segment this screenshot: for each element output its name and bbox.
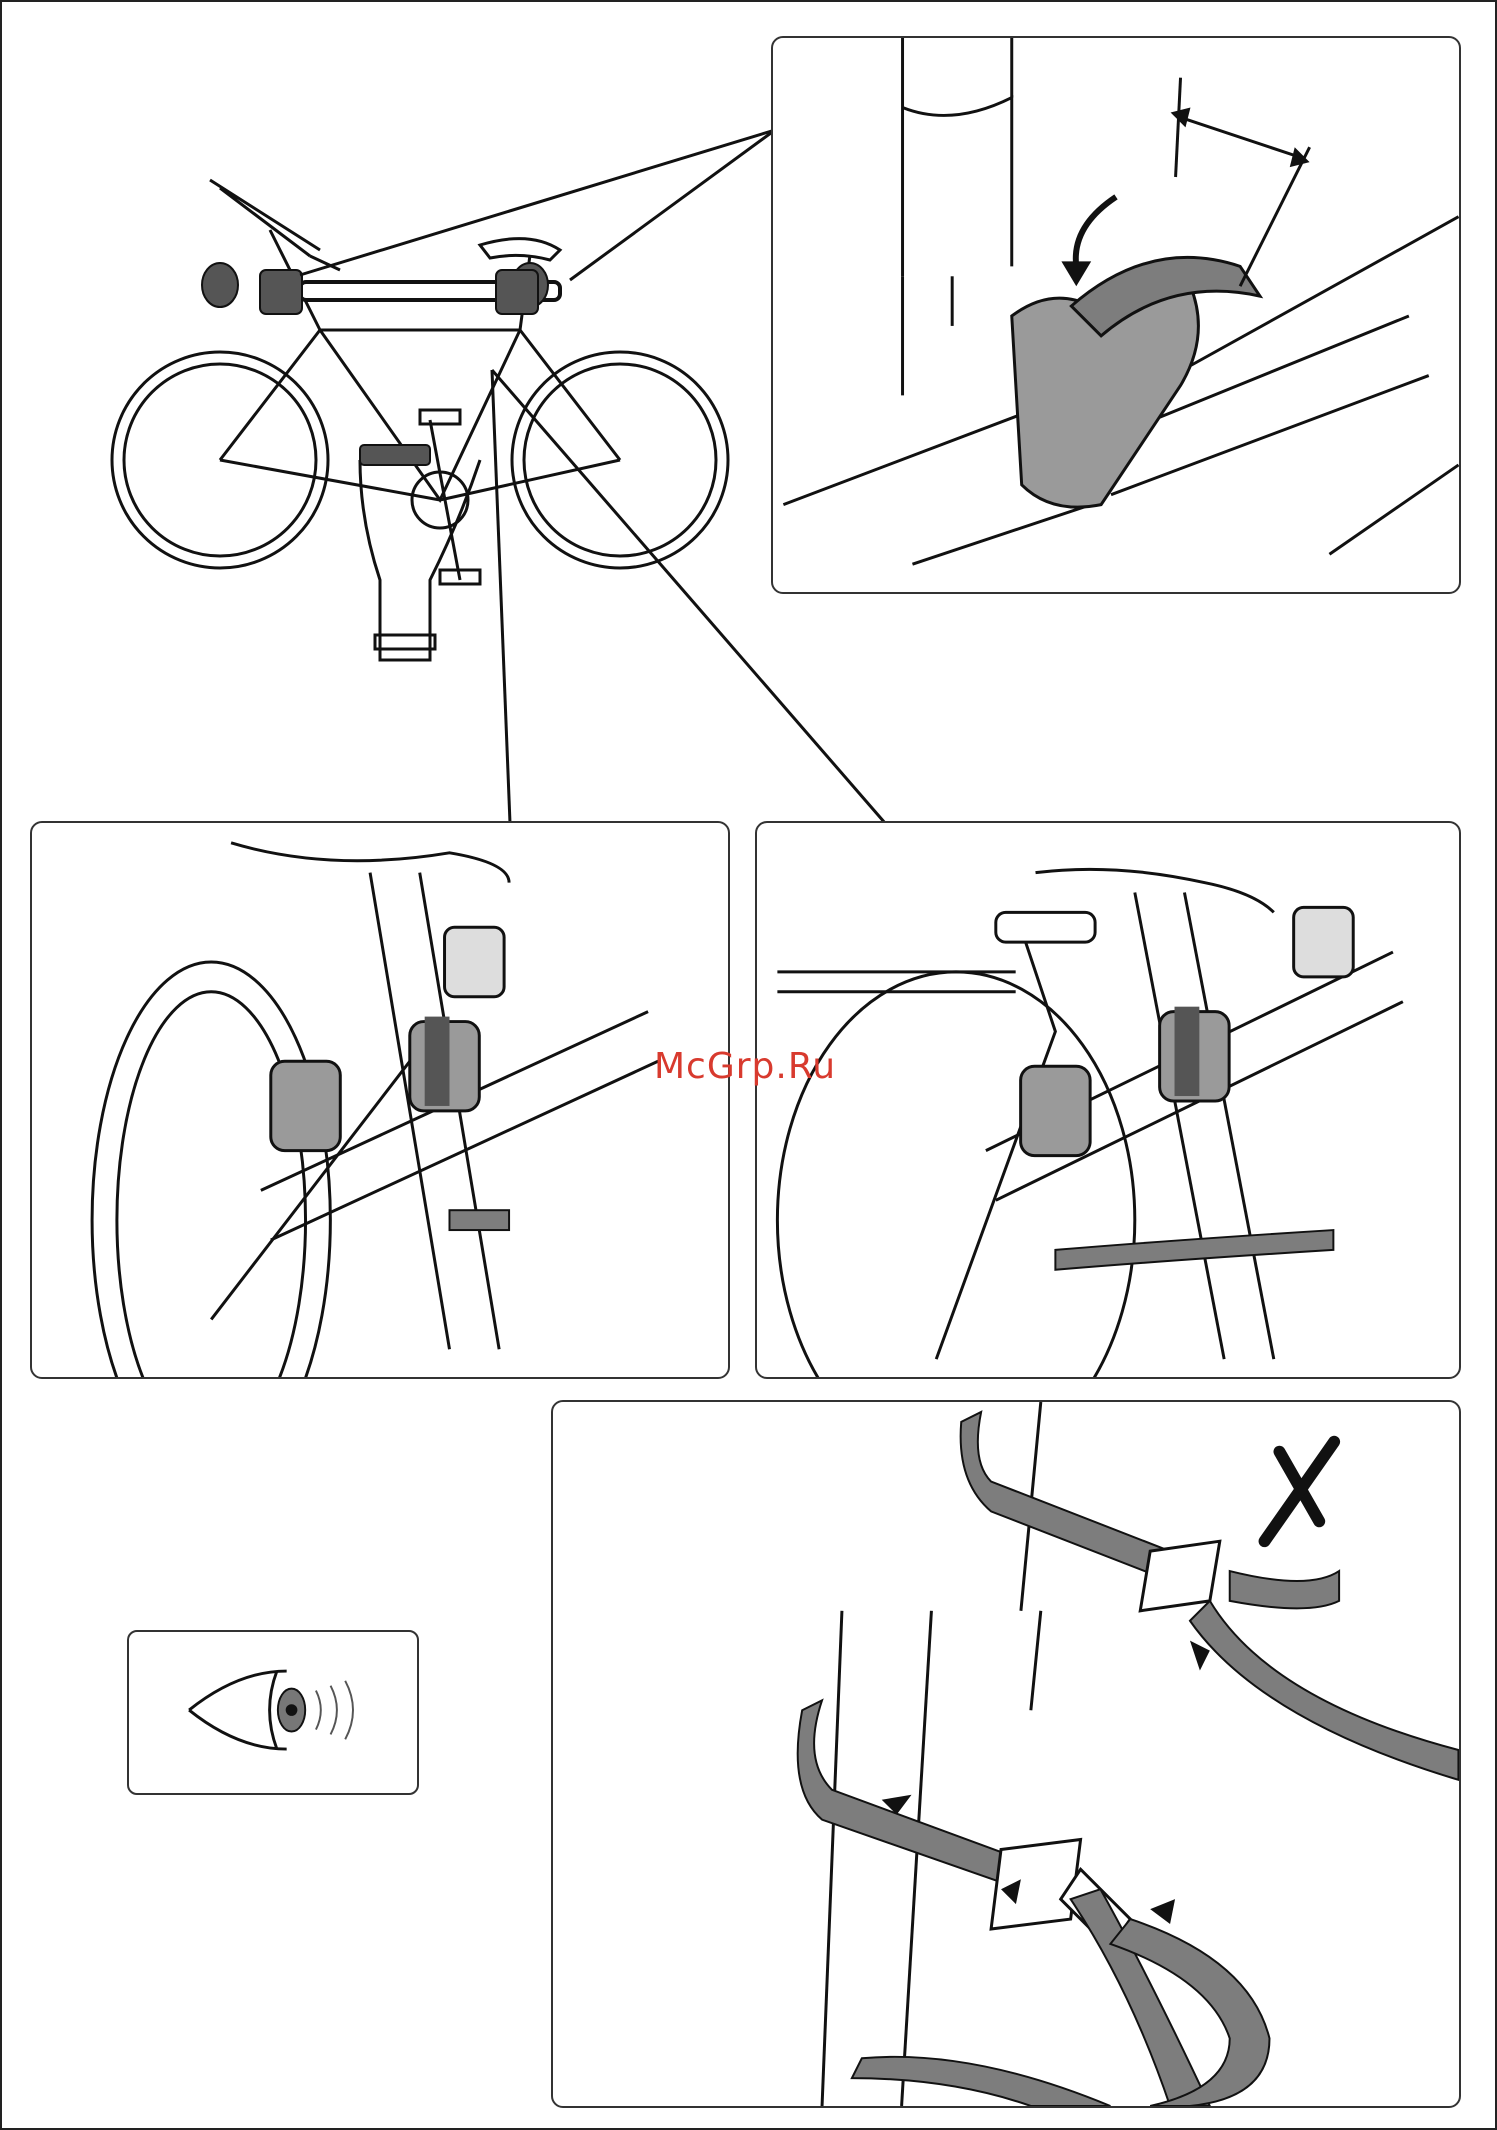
eye-inspect-box bbox=[127, 1630, 419, 1795]
detail-panel-frame-holder bbox=[755, 821, 1461, 1379]
detail-panel-frame-strap bbox=[771, 36, 1461, 594]
detail-panel-wheel-cradle bbox=[30, 821, 730, 1379]
wheel-cradle-illustration bbox=[32, 823, 728, 1377]
frame-holder-illustration bbox=[757, 823, 1459, 1377]
frame-cradle-strap-illustration bbox=[773, 38, 1459, 592]
watermark: McGrp.Ru bbox=[654, 1046, 836, 1087]
detail-panel-strap-buckle bbox=[551, 1400, 1461, 2108]
bike-on-rack-illustration bbox=[60, 160, 780, 720]
strap-buckle-threading-illustration bbox=[553, 1402, 1459, 2106]
eye-inspect-icon bbox=[129, 1632, 417, 1793]
down-arrow-icon bbox=[1061, 261, 1091, 286]
x-mark-icon bbox=[1265, 1442, 1335, 1541]
